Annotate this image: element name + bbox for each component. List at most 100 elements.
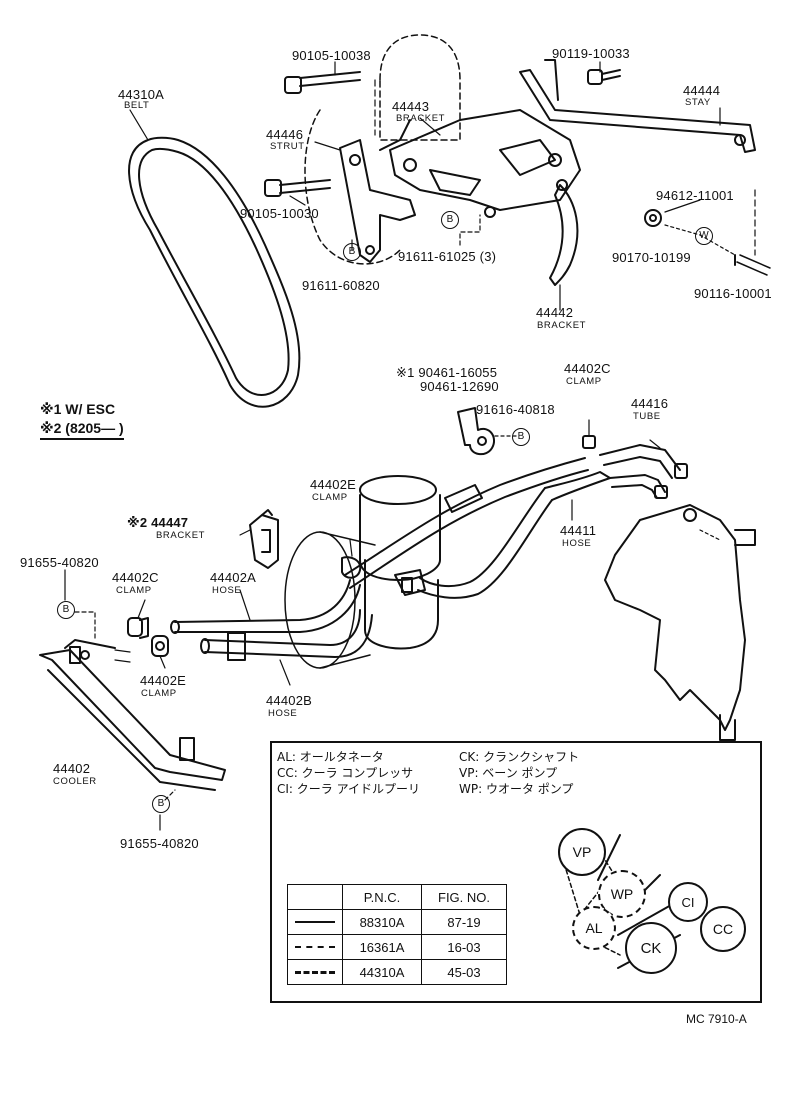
pump-pulley-outline xyxy=(284,531,376,669)
label-44402c-left: 44402C xyxy=(112,570,159,585)
line-style-long-dash xyxy=(287,959,343,985)
nut-washer-stud xyxy=(644,209,771,276)
pulley-wp-label: WP xyxy=(610,886,634,902)
pnc-table-header-pnc: P.N.C. xyxy=(342,884,422,910)
label-44402b: 44402B xyxy=(266,693,313,708)
table-cell-fig: 16-03 xyxy=(421,934,507,960)
label-91616-40818: 91616-40818 xyxy=(476,402,555,417)
hose-44411-shape xyxy=(344,457,611,599)
label-44416: 44416 xyxy=(631,396,669,411)
leader-lines-top xyxy=(129,61,756,311)
pulley-ck-label: CK xyxy=(640,939,662,957)
label-90105-10030: 90105-10030 xyxy=(240,206,319,221)
line-style-solid xyxy=(287,909,343,935)
pulley-cc-label: CC xyxy=(712,921,734,937)
label-94612-11001: 94612-11001 xyxy=(656,188,734,203)
legend-al: AL: オールタネータ xyxy=(277,750,384,764)
note-2: ※2 (8205— ) xyxy=(40,420,124,440)
table-cell-pnc: 16361A xyxy=(342,934,422,960)
bolt-marker-4: B xyxy=(57,601,75,619)
bolt-90119-shape xyxy=(587,69,621,85)
pulley-vp-label: VP xyxy=(572,844,592,860)
label-90119-10033: 90119-10033 xyxy=(552,46,630,61)
bracket-44442-shape xyxy=(549,179,579,286)
bolt-marker-1: B xyxy=(343,243,361,261)
bolt-90105-10038-shape xyxy=(284,71,361,94)
label-44402c-left-name: CLAMP xyxy=(116,585,152,596)
bolt-90105-10030-shape xyxy=(264,179,331,197)
label-90461-12690: 90461-12690 xyxy=(420,379,499,394)
label-44443: 44443 xyxy=(392,99,430,114)
label-90116-10001: 90116-10001 xyxy=(694,286,772,301)
legend-wp: WP: ウオータ ポンプ xyxy=(459,782,574,796)
pnc-table-header-line xyxy=(287,884,343,910)
bracket-44443-shape xyxy=(379,109,581,218)
clamp-44402e-top-shape xyxy=(341,539,362,579)
table-row: 16361A 16-03 xyxy=(287,934,507,960)
pulley-cc: CC xyxy=(700,906,746,952)
label-44444-name: STAY xyxy=(685,97,711,108)
pnc-table-header-fig: FIG. NO. xyxy=(421,884,507,910)
label-44402c-top: 44402C xyxy=(564,361,611,376)
table-cell-fig: 45-03 xyxy=(421,959,507,985)
label-44411-name: HOSE xyxy=(562,538,592,549)
label-44402e-top: 44402E xyxy=(310,477,357,492)
table-cell-pnc: 88310A xyxy=(342,909,422,935)
legend-ck: CK: クランクシャフト xyxy=(459,750,580,764)
strut-44446-shape xyxy=(339,139,416,263)
label-44310a: 44310A xyxy=(118,87,165,102)
pnc-table: P.N.C. FIG. NO. 88310A 87-19 16361A 16-0… xyxy=(287,884,507,985)
steering-gear-shape xyxy=(604,504,756,741)
label-44444: 44444 xyxy=(683,83,721,98)
label-44447-name: BRACKET xyxy=(156,530,206,541)
bolt-marker-2: B xyxy=(441,211,459,229)
pulley-al: AL xyxy=(572,906,616,950)
note-1: ※1 W/ ESC xyxy=(40,401,116,417)
label-91655-40820-top: 91655-40820 xyxy=(20,555,99,570)
washer-marker: W xyxy=(695,227,713,245)
bolt-marker-3: B xyxy=(512,428,530,446)
label-44402a-name: HOSE xyxy=(212,585,242,596)
label-44447: ※2 44447 xyxy=(127,515,189,530)
leader-lines-bottom xyxy=(64,439,661,831)
label-44443-name: BRACKET xyxy=(396,113,446,124)
cooler-44402-shape xyxy=(39,639,226,791)
table-cell-pnc: 44310A xyxy=(342,959,422,985)
hose-44402a-shape xyxy=(170,579,361,634)
reservoir-top xyxy=(304,34,461,265)
clamp-44402c-left-shape xyxy=(127,617,149,639)
label-44402e-top-name: CLAMP xyxy=(312,492,348,503)
label-91611-60820: 91611-60820 xyxy=(302,278,380,293)
label-44402b-name: HOSE xyxy=(268,708,298,719)
label-44402e-left: 44402E xyxy=(140,673,187,688)
label-90461-16055: ※1 90461-16055 xyxy=(396,365,498,380)
bracket-44447-shape xyxy=(249,509,279,569)
label-44402c-top-name: CLAMP xyxy=(566,376,602,387)
legend-ci: CI: クーラ アイドルプーリ xyxy=(277,782,420,796)
label-91655-40820-bottom: 91655-40820 xyxy=(120,836,199,851)
label-44416-name: TUBE xyxy=(633,411,661,422)
table-cell-fig: 87-19 xyxy=(421,909,507,935)
fitting-on-pump xyxy=(394,569,426,596)
table-row: 88310A 87-19 xyxy=(287,909,507,935)
pulley-ck: CK xyxy=(625,922,677,974)
label-91611-61025: 91611-61025 (3) xyxy=(398,249,497,264)
label-44402-name: COOLER xyxy=(53,776,97,787)
label-44402a: 44402A xyxy=(210,570,257,585)
label-90105-10038: 90105-10038 xyxy=(292,48,371,63)
label-44442: 44442 xyxy=(536,305,574,320)
clamp-44402e-left-shape xyxy=(151,635,169,657)
pnc-table-header: P.N.C. FIG. NO. xyxy=(287,884,507,910)
label-44402e-left-name: CLAMP xyxy=(141,688,177,699)
label-44310a-name: BELT xyxy=(124,100,150,111)
label-44411: 44411 xyxy=(560,523,597,538)
legend-cc: CC: クーラ コンプレッサ xyxy=(277,766,414,780)
belt-shape xyxy=(128,136,301,408)
reservoir-mid xyxy=(359,475,441,650)
legend-box xyxy=(270,741,762,1003)
line-style-short-dash xyxy=(287,934,343,960)
label-44402: 44402 xyxy=(53,761,91,776)
pulley-ci-label: CI xyxy=(681,894,695,910)
legend-vp: VP: ベーン ポンプ xyxy=(459,766,558,780)
label-44446: 44446 xyxy=(266,127,304,142)
